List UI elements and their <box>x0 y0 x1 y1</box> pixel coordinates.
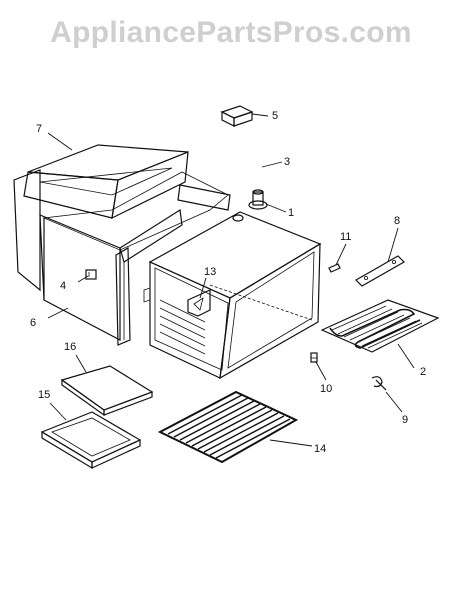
vent-fitting-part-1 <box>248 189 268 210</box>
callout-4: 4 <box>60 280 66 292</box>
callout-labels: 7 5 3 1 11 8 13 4 6 16 2 10 15 9 14 <box>30 110 426 455</box>
callout-14: 14 <box>314 443 326 455</box>
wrap-insulation <box>13 169 231 346</box>
callout-2: 2 <box>420 366 426 378</box>
pin-part-11 <box>328 263 341 273</box>
callout-5: 5 <box>272 110 278 122</box>
callout-10: 10 <box>320 383 332 395</box>
callout-6: 6 <box>30 317 36 329</box>
leader-14 <box>269 439 313 447</box>
bake-element-part-2 <box>320 299 440 353</box>
callout-11: 11 <box>340 231 351 243</box>
leader-3 <box>261 161 283 168</box>
vent-tube-part-3 <box>239 146 278 196</box>
bracket-part-8 <box>355 255 405 287</box>
leader-7 <box>47 132 73 151</box>
leader-lines <box>47 113 415 447</box>
leader-2 <box>397 343 415 369</box>
leader-10 <box>315 361 327 381</box>
leader-8 <box>387 227 399 263</box>
broiler-pan-part-15 <box>40 411 142 470</box>
leader-5 <box>251 113 269 117</box>
top-insulation-blanket <box>23 144 189 220</box>
hook-part-9 <box>371 376 387 391</box>
plate-part-13 <box>187 289 211 317</box>
leader-13 <box>199 277 207 299</box>
oven-rack-part-14 <box>157 390 299 464</box>
leader-11 <box>335 243 347 266</box>
callout-7: 7 <box>36 123 42 135</box>
watermark-logo: AppliancePartsPros.com <box>50 16 412 49</box>
callout-16: 16 <box>64 341 76 353</box>
callout-3: 3 <box>284 156 290 168</box>
leader-1 <box>265 203 287 213</box>
callout-15: 15 <box>38 389 50 401</box>
block-part-5 <box>220 105 254 127</box>
callout-1: 1 <box>288 207 294 219</box>
leader-16 <box>75 354 87 373</box>
leader-4 <box>77 275 89 283</box>
clip-part-10 <box>310 352 318 363</box>
callout-8: 8 <box>394 215 400 227</box>
callout-13: 13 <box>204 266 216 278</box>
callout-9: 9 <box>402 414 408 426</box>
oven-cavity <box>143 211 322 380</box>
broiler-grid-part-16 <box>60 365 154 417</box>
clip-part-4 <box>85 269 97 280</box>
leader-6 <box>47 307 69 319</box>
leader-15 <box>49 402 67 421</box>
leader-9 <box>385 391 403 413</box>
